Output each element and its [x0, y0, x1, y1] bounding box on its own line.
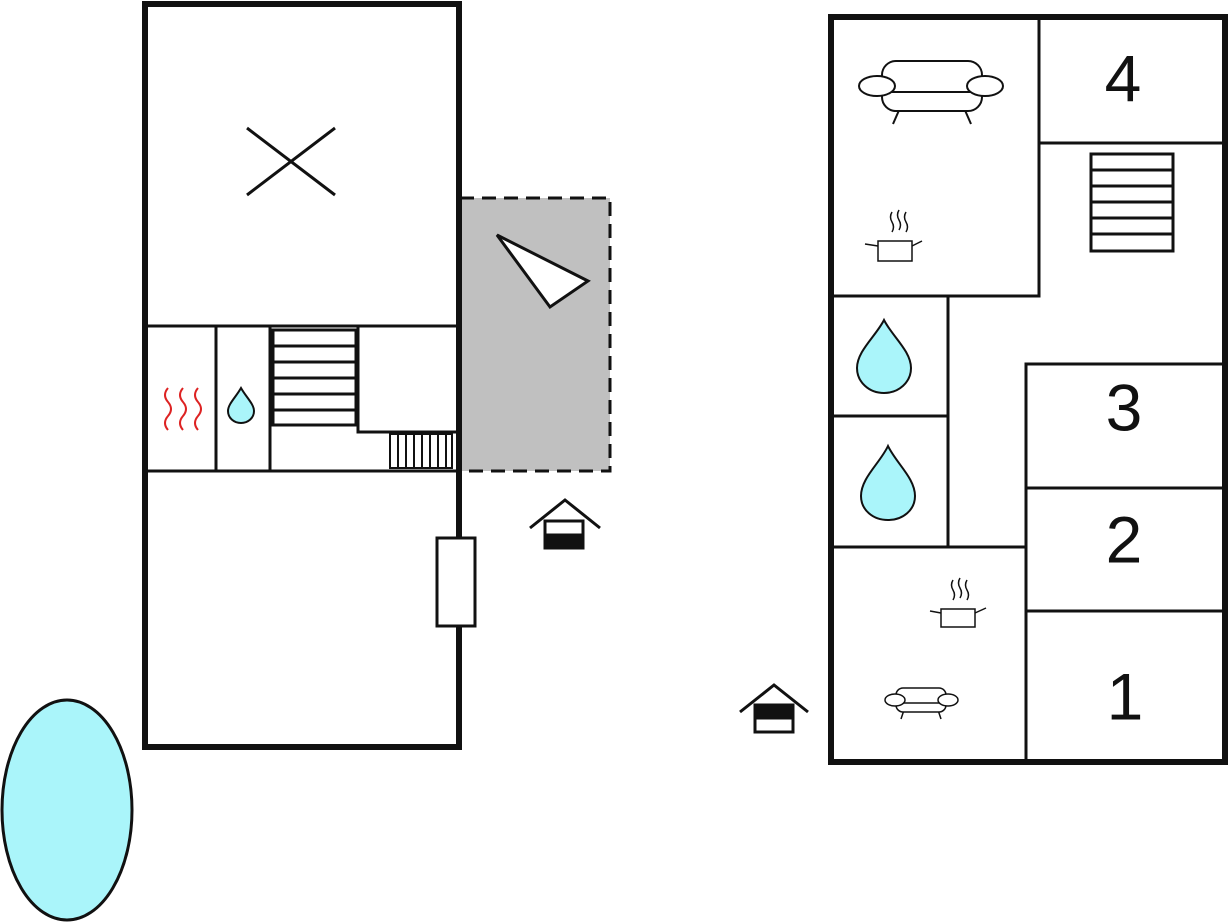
sauna-heat-icon — [164, 387, 202, 431]
entrance-icon — [529, 498, 601, 550]
right-floor — [828, 14, 1228, 765]
sofa-icon — [884, 687, 959, 720]
entrance-icon — [739, 683, 809, 734]
sofa-icon — [858, 60, 1004, 125]
staircase-icon — [1089, 152, 1175, 253]
stair-grille-icon — [389, 433, 453, 469]
bedroom-1-label: 1 — [1107, 659, 1144, 733]
bathroom-water-drop-icon — [855, 317, 913, 395]
bathroom-water-drop-icon — [859, 443, 917, 522]
bedroom-4-label: 4 — [1105, 41, 1142, 115]
unused-space-cross-icon — [246, 126, 336, 197]
kitchen-pot-icon — [864, 209, 923, 262]
right-outer-wall — [828, 14, 1228, 765]
staircase-icon — [271, 328, 358, 427]
window — [435, 536, 477, 628]
left-outer-wall — [142, 1, 462, 750]
terrace — [458, 196, 612, 473]
pool-icon — [0, 698, 134, 922]
bathroom-water-drop-icon — [226, 385, 256, 425]
kitchen-pot-icon — [929, 577, 987, 628]
left-floor — [142, 1, 612, 750]
terrace-icon — [495, 233, 591, 310]
bedroom-2-label: 2 — [1106, 502, 1143, 576]
bedroom-3-label: 3 — [1106, 370, 1143, 444]
